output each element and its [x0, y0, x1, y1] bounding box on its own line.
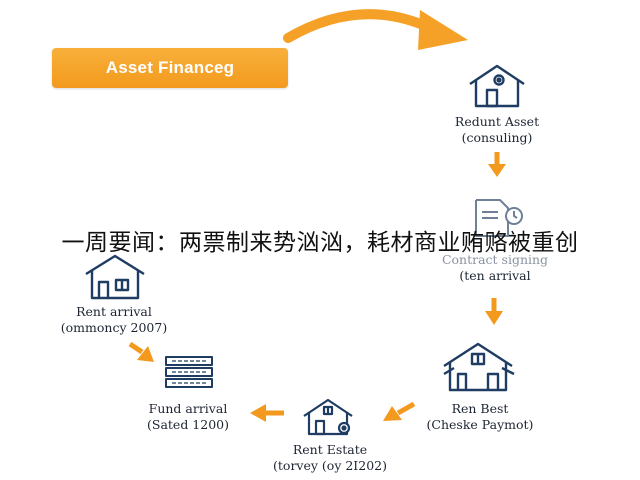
house-icon	[443, 342, 515, 392]
node-subtitle: (Sated 1200)	[147, 417, 229, 432]
house-icon	[85, 254, 145, 300]
node-rent-estate: Rent Estate (torvey (oy 2I202)	[262, 442, 398, 474]
node-title: Rent arrival	[76, 304, 152, 319]
node-ren-best: Ren Best (Cheske Paymot)	[412, 401, 548, 433]
arrow-left-icon	[250, 404, 284, 422]
title-box-label: Asset Financeg	[105, 58, 235, 77]
arrow-right-down-icon	[128, 341, 154, 362]
node-title: Redunt Asset	[454, 114, 540, 129]
node-subtitle: (torvey (oy 2I202)	[273, 458, 387, 473]
headline-overlay: 一周要闻：两票制来势汹汹，耗材商业贿赂被重创	[61, 230, 579, 256]
node-redunt-asset: Redunt Asset (consuling)	[440, 114, 554, 146]
house-gear-icon	[303, 398, 353, 436]
arrow-left-down-icon	[383, 401, 416, 421]
node-title: Fund arrival	[148, 401, 228, 416]
arrow-down-icon	[488, 152, 506, 177]
node-title: Ren Best	[451, 401, 509, 416]
node-fund-arrival: Fund arrival (Sated 1200)	[128, 401, 248, 433]
node-rent-arrival: Rent arrival (ommoncy 2007)	[44, 304, 184, 336]
node-subtitle: (ten arrival	[459, 268, 531, 283]
node-title: Contract signing	[441, 252, 549, 267]
node-subtitle: (ommoncy 2007)	[60, 320, 168, 335]
node-subtitle: (Cheske Paymot)	[426, 417, 534, 432]
node-contract-signing: Contract signing (ten arrival	[424, 252, 566, 284]
house-gear-icon	[469, 64, 525, 108]
arrow-down-icon	[485, 298, 503, 325]
node-title: Rent Estate	[292, 442, 368, 457]
cash-stack-icon	[165, 356, 213, 388]
curved-arrow-icon	[283, 9, 468, 50]
document-clock-icon	[475, 199, 523, 237]
title-box: Asset Financeg	[52, 48, 288, 88]
node-subtitle: (consuling)	[461, 130, 533, 145]
